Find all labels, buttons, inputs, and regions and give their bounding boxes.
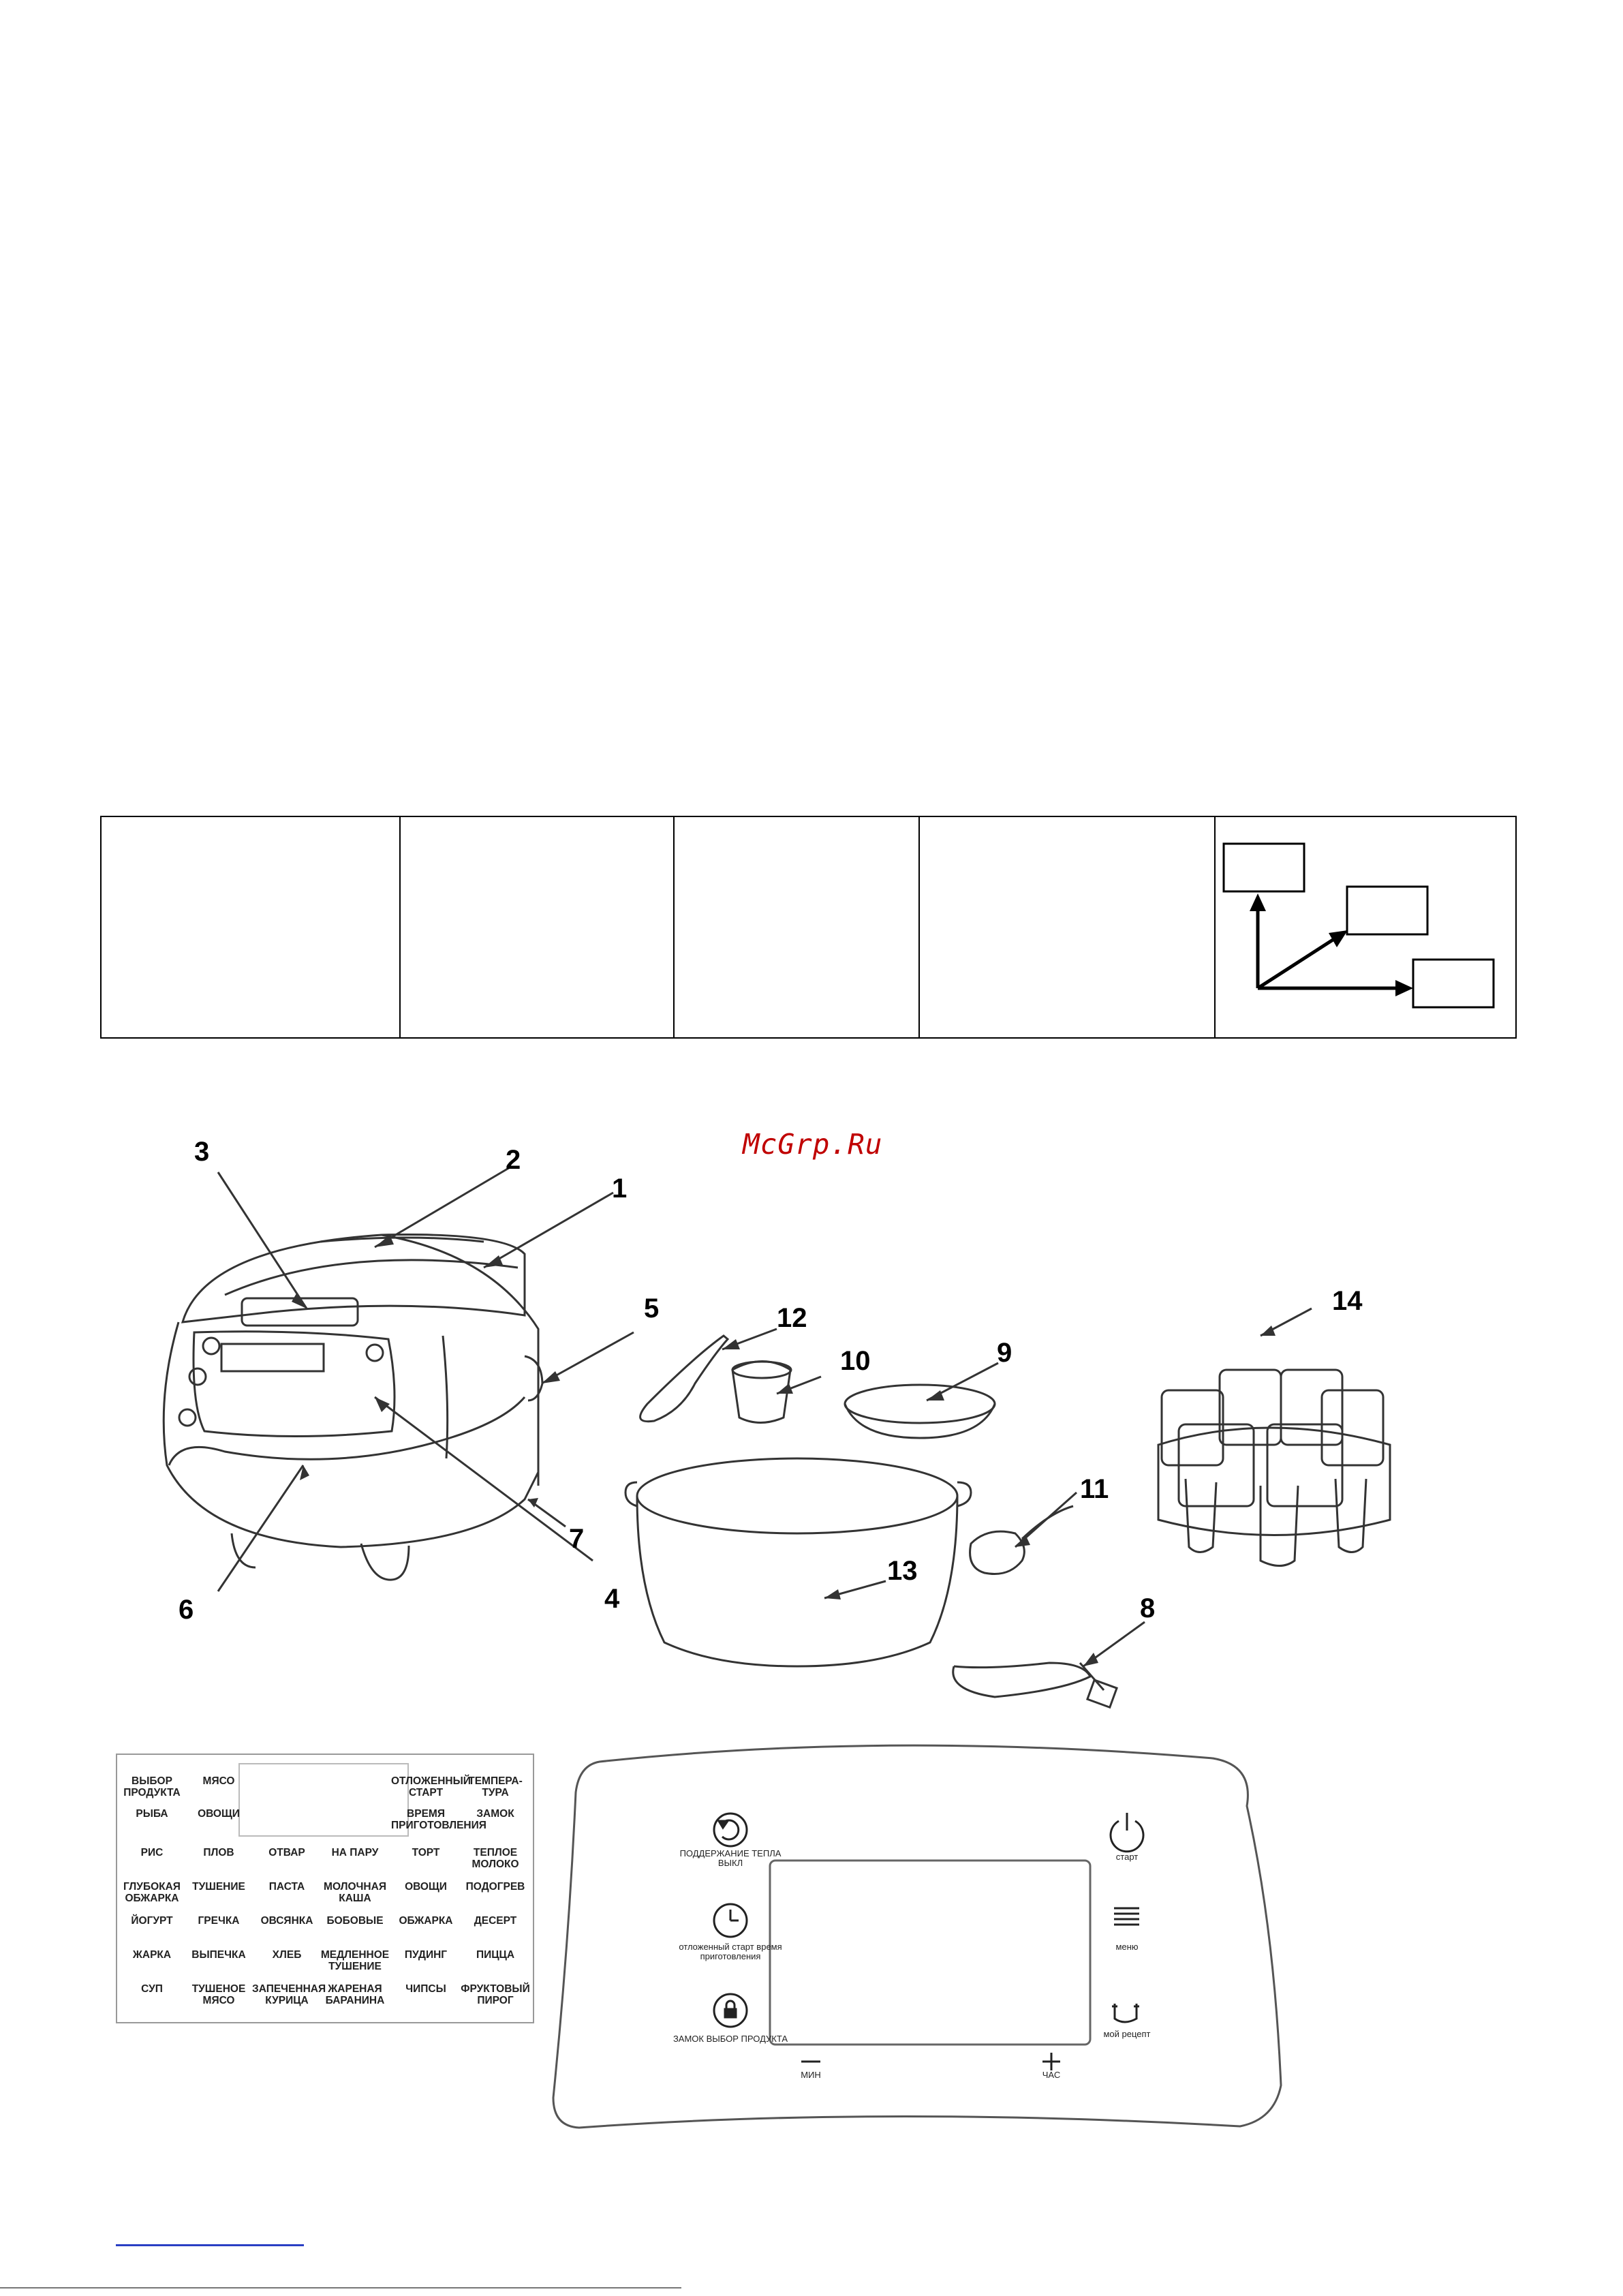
plus-label: ЧАС <box>1042 2070 1061 2080</box>
menu-program-label: ПУДИНГ <box>404 1949 448 1961</box>
menu-program-label: МЯСО <box>202 1775 235 1787</box>
ladle <box>969 1530 1025 1576</box>
menu-program-label: РИС <box>140 1847 164 1858</box>
product-illustration <box>162 1165 1391 1709</box>
menu-program-label: МОЛОЧНАЯ КАША <box>324 1881 386 1904</box>
menu-program-label: БОБОВЫЕ <box>326 1915 384 1927</box>
menu-program-label: ПОДОГРЕВ <box>465 1881 525 1893</box>
callout-9: 9 <box>997 1338 1013 1368</box>
cooker-lid-top <box>224 1259 519 1296</box>
footer-link-underline <box>116 2244 304 2246</box>
menu-program-label: ГРЕЧКА <box>198 1915 240 1927</box>
callout-1: 1 <box>612 1174 628 1204</box>
header-table <box>100 816 1517 1039</box>
delay-timer-icon <box>713 1903 748 1938</box>
menu-program-label: ОТЛОЖЕННЫЙ СТАРТ <box>391 1775 471 1798</box>
menu-program-label: ЗАМОК <box>476 1808 514 1820</box>
lock-icon <box>713 1993 748 2028</box>
callout-12: 12 <box>777 1303 807 1333</box>
callout-8: 8 <box>1140 1593 1156 1623</box>
callout-4: 4 <box>604 1584 620 1614</box>
menu-program-label: ТЕМПЕРА- ТУРА <box>468 1775 523 1798</box>
power-cord <box>952 1662 1092 1698</box>
lock-label: ЗАМОК ВЫБОР ПРОДУКТА <box>673 2034 788 2044</box>
callout-11: 11 <box>1080 1474 1109 1504</box>
menu-program-label: НА ПАРУ <box>331 1847 379 1858</box>
menu-program-label: ОВОЩИ <box>198 1808 240 1820</box>
callout-10: 10 <box>840 1346 871 1376</box>
menu-program-label: ГЛУБОКАЯ ОБЖАРКА <box>123 1881 181 1904</box>
callout-6: 6 <box>179 1595 194 1625</box>
start-label: старт <box>1115 1852 1139 1862</box>
menu-program-label: ПАСТА <box>268 1881 305 1893</box>
table-cell-logo <box>1214 816 1517 1039</box>
inner-pot <box>636 1457 959 1535</box>
menu-program-label: ОВСЯНКА <box>260 1915 313 1927</box>
menu-program-label: СУП <box>141 1983 163 1995</box>
menu-program-label: ЧИПСЫ <box>405 1983 446 1995</box>
plus-icon <box>1042 2053 1060 2070</box>
delay-label: отложенный старт время приготовления <box>679 1942 782 1961</box>
cooker-body <box>162 1321 540 1548</box>
minus-label: МИН <box>801 2070 821 2080</box>
callout-3: 3 <box>194 1137 210 1167</box>
menu-program-label: ОБЖАРКА <box>399 1915 453 1927</box>
menu-program-label: ОВОЩИ <box>405 1881 447 1893</box>
menu-program-label: РЫБА <box>136 1808 168 1820</box>
menu-program-label: ЙОГУРТ <box>131 1915 173 1927</box>
callout-13: 13 <box>887 1556 918 1586</box>
yogurt-cups <box>1157 1368 1391 1567</box>
menu-program-label: ОТВАР <box>268 1847 305 1858</box>
menu-program-label: ВЫПЕЧКА <box>191 1949 246 1961</box>
table-cell-2 <box>399 816 675 1039</box>
menu-program-label: ФРУКТОВЫЙ ПИРОГ <box>461 1983 530 2006</box>
menu-program-label: ЗАПЕЧЕННАЯ КУРИЦА <box>252 1983 326 2006</box>
menu-program-label: МЕДЛЕННОЕ ТУШЕНИЕ <box>320 1949 390 1972</box>
menu-program-label: ТЕПЛОЕ МОЛОКО <box>472 1847 519 1870</box>
keep-warm-label: ПОДДЕРЖАНИЕ ТЕПЛА ВЫКЛ <box>679 1848 782 1868</box>
spoon <box>639 1334 730 1423</box>
menu-program-label: ЖАРКА <box>132 1949 172 1961</box>
panel-display <box>769 1859 1092 2046</box>
menu-program-label: ТОРТ <box>412 1847 440 1858</box>
watermark-text: McGrp.Ru <box>743 1128 883 1161</box>
menu-program-label: ТУШЕНИЕ <box>192 1881 245 1893</box>
table-cell-4 <box>918 816 1216 1039</box>
table-cell-3 <box>673 816 920 1039</box>
menu-program-label: ТУШЕНОЕ МЯСО <box>191 1983 246 2006</box>
keep-warm-icon <box>713 1812 748 1848</box>
table-cell-1 <box>100 816 401 1039</box>
menu-program-label: ВРЕМЯ ПРИГОТОВЛЕНИЯ <box>391 1808 486 1831</box>
menu-label: меню <box>1115 1942 1139 1952</box>
my-recipe-label: мой рецепт <box>1103 2029 1151 2039</box>
menu-program-label: ДЕСЕРТ <box>474 1915 517 1927</box>
footer-rule <box>0 2287 681 2289</box>
menu-program-label: ВЫБОР ПРОДУКТА <box>123 1775 181 1798</box>
menu-icon <box>1114 1907 1139 1926</box>
menu-program-label: ХЛЕБ <box>272 1949 302 1961</box>
display-window <box>238 1763 409 1837</box>
steam-tray <box>844 1383 996 1424</box>
cooker-lid <box>181 1234 526 1323</box>
callout-5: 5 <box>644 1294 660 1323</box>
menu-program-label: ПЛОВ <box>203 1847 234 1858</box>
callout-14: 14 <box>1332 1286 1363 1316</box>
menu-program-label: ПИЦЦА <box>476 1949 515 1961</box>
power-icon <box>1109 1813 1145 1853</box>
logo-diagram-icon <box>1222 842 1495 1009</box>
callout-2: 2 <box>506 1145 521 1175</box>
recipe-pot-icon <box>1112 2004 1139 2023</box>
menu-program-label: ЖАРЕНАЯ БАРАНИНА <box>325 1983 385 2006</box>
callout-7: 7 <box>569 1524 585 1554</box>
